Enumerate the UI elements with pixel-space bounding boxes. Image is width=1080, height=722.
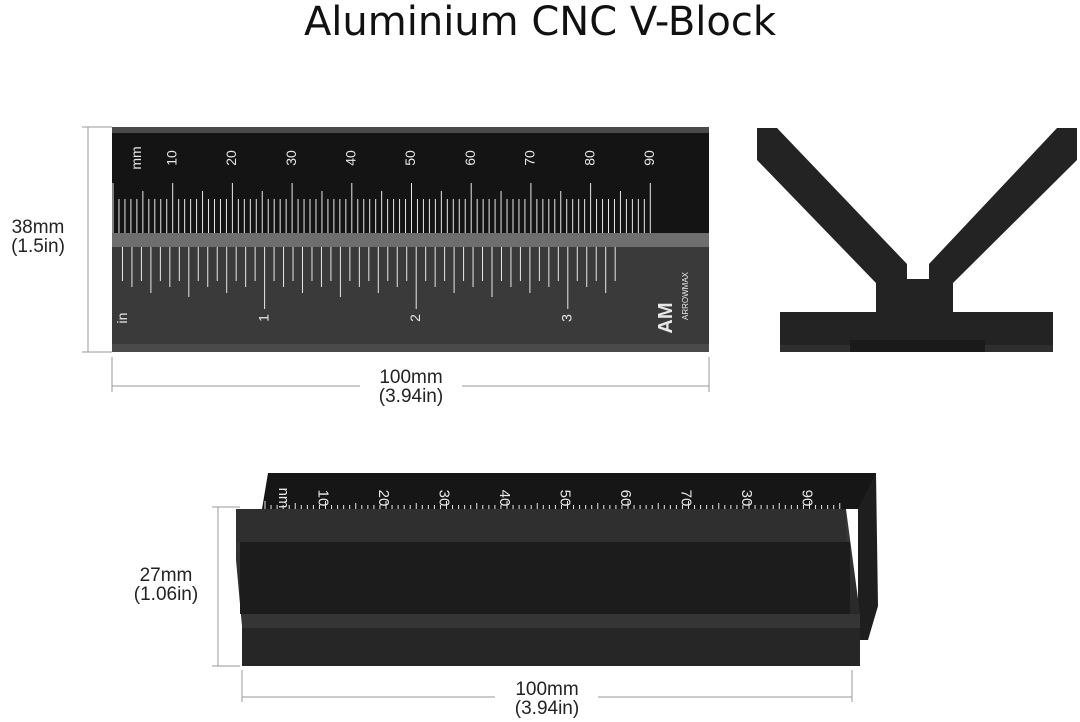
- v-profile: [757, 128, 1077, 352]
- in-label: 3: [559, 314, 575, 322]
- mm-label: 30: [283, 150, 299, 166]
- side-view: nm 10 20 30 40 50 60 70 30 90: [212, 473, 878, 702]
- mm-label: 60: [462, 150, 478, 166]
- top-width-mm: 100mm: [379, 367, 443, 388]
- top-block-mm-area: [112, 133, 709, 233]
- side-height-label: 27mm (1.06in): [118, 566, 214, 604]
- top-mm-unit: mm: [128, 146, 144, 169]
- top-height-in: (1.5in): [11, 236, 65, 257]
- page-title: Aluminium CNC V-Block: [303, 0, 777, 45]
- side-width-mm: 100mm: [515, 679, 579, 700]
- side-mm-labels: 10 20 30 40 50 60 70 30 90: [315, 490, 816, 507]
- mm-label: 40: [343, 150, 359, 166]
- top-in-labels: 1 2 3: [255, 314, 574, 322]
- side-channel: [240, 542, 850, 614]
- side-width-in: (3.94in): [514, 698, 580, 719]
- end-view: [757, 128, 1077, 352]
- brand-name: ARROWMAX: [681, 271, 690, 320]
- in-label: 2: [407, 314, 423, 322]
- mm-label: 10: [163, 150, 179, 166]
- top-in-ticks: [121, 247, 616, 309]
- top-width-label: 100mm (3.94in): [350, 368, 472, 406]
- top-width-in: (3.94in): [378, 386, 444, 407]
- side-mm-label: 60: [617, 490, 634, 507]
- top-block-edge-bottom: [112, 344, 709, 352]
- top-block-edge-top: [112, 127, 709, 133]
- side-mm-label: 10: [315, 490, 332, 507]
- side-height-mm: 27mm: [139, 565, 193, 586]
- top-block-center-band: [112, 233, 709, 247]
- side-mm-ticks: [264, 501, 841, 509]
- side-mm-label: 90: [799, 490, 816, 507]
- brand-logo: AM ARROWMAX: [655, 271, 690, 333]
- side-mm-label: 30: [738, 490, 755, 507]
- side-right-edge: [858, 473, 878, 640]
- side-mm-label: 20: [375, 490, 392, 507]
- in-label: 1: [255, 314, 271, 322]
- side-mm-unit: nm: [275, 488, 292, 509]
- mm-label: 90: [641, 150, 657, 166]
- mm-label: 20: [223, 150, 239, 166]
- top-mm-labels: 10 20 30 40 50 60 70 80 90: [163, 150, 657, 166]
- v-profile-base-slot: [850, 340, 985, 352]
- top-in-unit: in: [114, 313, 130, 324]
- side-mm-label: 40: [496, 490, 513, 507]
- side-mm-label: 70: [678, 490, 695, 507]
- top-height-label: 38mm (1.5in): [0, 218, 76, 256]
- side-ledge: [242, 614, 860, 628]
- brand-mark: AM: [655, 302, 677, 333]
- side-mm-label: 50: [557, 490, 574, 507]
- mm-label: 50: [402, 150, 418, 166]
- side-height-in: (1.06in): [133, 584, 199, 605]
- side-width-label: 100mm (3.94in): [486, 680, 608, 718]
- side-mm-label: 30: [436, 490, 453, 507]
- top-mm-ticks: [112, 183, 651, 233]
- mm-label: 70: [522, 150, 538, 166]
- side-back-face: [262, 473, 876, 509]
- top-view: mm 10 20 30 40 50 60 70 80 90 in 1 2 3 AM ARROWMAX: [82, 126, 710, 392]
- top-block-in-area: [112, 247, 709, 344]
- side-base: [242, 628, 860, 666]
- mm-label: 80: [581, 150, 597, 166]
- side-top-lip: [236, 509, 846, 542]
- top-height-mm: 38mm: [11, 217, 65, 238]
